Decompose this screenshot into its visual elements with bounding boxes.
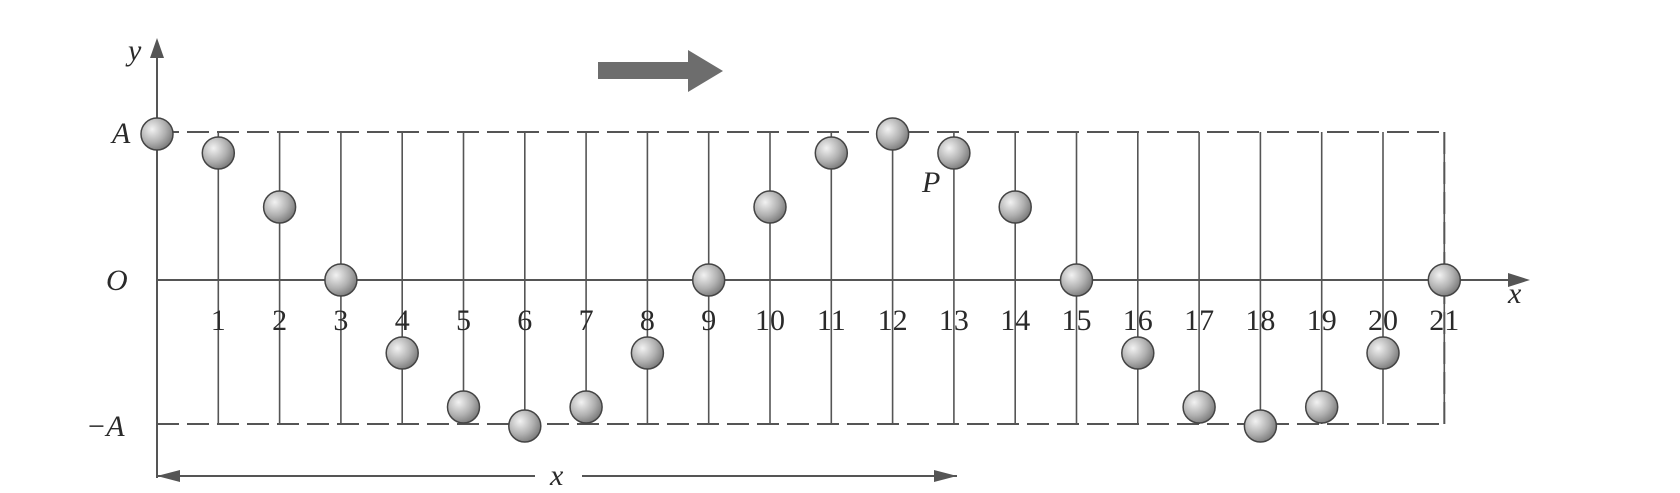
particle-3 [324,263,358,297]
particle-2 [262,190,297,224]
x-axis-label: x [1507,277,1522,310]
tick-label-16: 16 [1123,304,1153,337]
particle-11 [814,136,849,170]
particle-16 [1121,336,1155,370]
tick-label-11: 11 [817,304,846,337]
tick-label-2: 2 [272,304,287,337]
tick-label-18: 18 [1245,304,1275,337]
amplitude-neg-label: −A [86,410,125,443]
tick-label-3: 3 [333,304,348,337]
tick-label-4: 4 [395,304,410,337]
particle-6 [508,409,542,443]
particle-13 [937,136,971,170]
particle-4 [385,336,419,370]
particle-7 [569,390,603,424]
particle-1 [201,136,236,170]
tick-label-19: 19 [1307,304,1337,337]
particle-8 [630,336,665,370]
tick-label-5: 5 [456,304,471,337]
x-axis-arrowhead [1508,273,1530,287]
y-axis-arrowhead [150,38,164,58]
origin-label: O [106,264,128,297]
tick-label-20: 20 [1368,304,1398,337]
particles [140,117,1462,443]
tick-label-1: 1 [211,304,226,337]
tick-label-6: 6 [517,304,532,337]
tick-label-8: 8 [640,304,655,337]
particle-10 [753,190,787,224]
tick-label-10: 10 [755,304,785,337]
particle-0 [140,117,174,151]
particle-20 [1366,336,1400,370]
point-p-label: P [921,166,940,199]
particle-21 [1427,263,1462,297]
particle-17 [1182,390,1216,424]
particle-18 [1243,409,1278,443]
propagation-arrow [598,50,723,92]
particle-9 [691,263,726,297]
particle-14 [998,190,1032,224]
distance-bracket [156,445,957,482]
amplitude-pos-label: A [110,117,131,150]
vertical-guides [217,132,1446,424]
tick-label-21: 21 [1429,304,1459,337]
tick-label-7: 7 [579,304,594,337]
tick-label-14: 14 [1000,304,1030,337]
distance-label: x [549,459,564,492]
particle-5 [446,390,481,424]
tick-label-13: 13 [939,304,969,337]
y-axis-label: y [125,34,142,67]
tick-label-12: 12 [878,304,908,337]
particle-15 [1059,263,1094,297]
tick-label-15: 15 [1062,304,1092,337]
particle-12 [875,117,910,151]
particle-19 [1304,390,1339,424]
tick-label-17: 17 [1184,304,1214,337]
tick-label-9: 9 [701,304,716,337]
